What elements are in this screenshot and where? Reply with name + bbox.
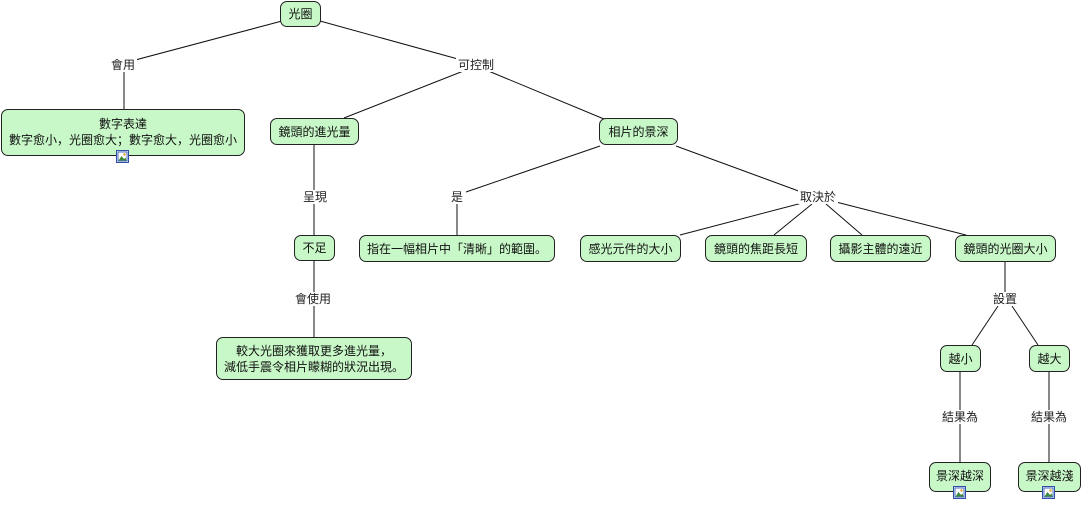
- node-larger[interactable]: 越大: [1029, 345, 1070, 372]
- node-subject-distance[interactable]: 攝影主體的遠近: [830, 235, 931, 262]
- node-smaller[interactable]: 越小: [940, 345, 981, 372]
- node-focal-length[interactable]: 鏡頭的焦距長短: [705, 235, 807, 262]
- node-light-amount-text: 鏡頭的進光量: [278, 124, 351, 139]
- image-icon[interactable]: [1042, 486, 1055, 499]
- edge-label-result-deeper: 結果為: [940, 410, 981, 424]
- node-definition-text: 指在一幅相片中「清晰」的範圍。: [366, 241, 547, 256]
- node-subject-distance-text: 攝影主體的遠近: [838, 241, 923, 256]
- node-larger-text: 越大: [1037, 351, 1062, 366]
- node-sensor-size-text: 感光元件的大小: [588, 241, 673, 256]
- node-aperture-text: 光圈: [288, 7, 313, 21]
- edge-label-depends: 取決於: [798, 190, 839, 204]
- node-focal-length-text: 鏡頭的焦距長短: [713, 241, 798, 256]
- edge-label-result-shallower: 結果為: [1029, 410, 1070, 424]
- node-larger-aperture-line1: 較大光圈來獲取更多進光量，: [235, 343, 392, 358]
- node-depth-of-field[interactable]: 相片的景深: [599, 118, 678, 145]
- node-definition[interactable]: 指在一幅相片中「清晰」的範圍。: [359, 235, 555, 262]
- node-larger-aperture[interactable]: 較大光圈來獲取更多進光量， 減低手震令相片矇糊的狀況出現。: [216, 337, 412, 380]
- image-icon[interactable]: [953, 486, 966, 499]
- edge-label-will-use: 會使用: [293, 292, 334, 306]
- node-aperture-size[interactable]: 鏡頭的光圈大小: [955, 235, 1056, 262]
- node-number-desc: 數字愈小，光圈愈大；數字愈大，光圈愈小: [8, 133, 237, 147]
- node-light-amount[interactable]: 鏡頭的進光量: [270, 118, 359, 145]
- image-icon[interactable]: [116, 150, 129, 163]
- node-aperture[interactable]: 光圈: [280, 1, 321, 27]
- node-shallower-dof-text: 景深越淺: [1025, 469, 1074, 483]
- node-larger-aperture-line2: 減低手震令相片矇糊的狀況出現。: [223, 359, 404, 374]
- node-aperture-size-text: 鏡頭的光圈大小: [963, 241, 1048, 256]
- edge-label-present: 呈現: [301, 190, 330, 204]
- node-depth-of-field-text: 相片的景深: [608, 124, 669, 139]
- edge-label-set: 設置: [991, 292, 1020, 306]
- node-insufficient[interactable]: 不足: [294, 235, 335, 261]
- node-insufficient-text: 不足: [302, 241, 327, 255]
- node-number-expression[interactable]: 數字表達 數字愈小，光圈愈大；數字愈大，光圈愈小: [1, 109, 245, 156]
- edge-label-use: 會用: [109, 58, 138, 72]
- node-smaller-text: 越小: [948, 351, 973, 366]
- edge-label-is: 是: [449, 190, 466, 204]
- node-number-title: 數字表達: [98, 117, 147, 131]
- edge-label-control: 可控制: [456, 58, 497, 72]
- node-deeper-dof-text: 景深越深: [935, 469, 984, 483]
- node-sensor-size[interactable]: 感光元件的大小: [580, 235, 681, 262]
